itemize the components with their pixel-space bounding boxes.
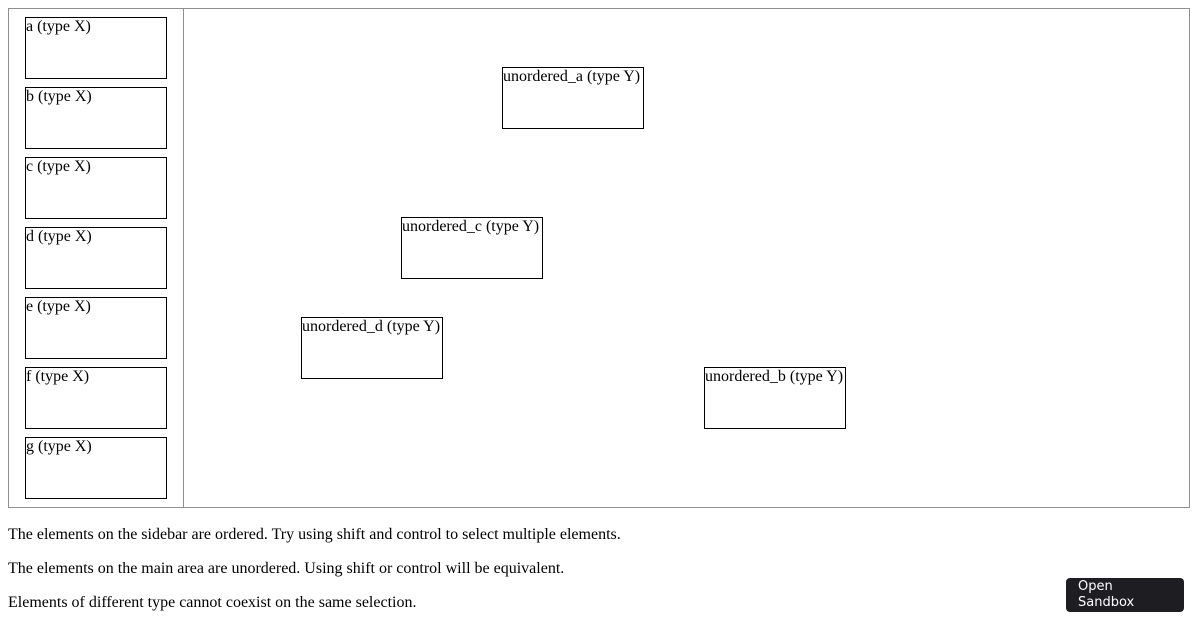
sidebar-item-e[interactable]: e (type X): [25, 297, 167, 359]
open-sandbox-button[interactable]: Open Sandbox: [1066, 578, 1184, 612]
main-area: unordered_a (type Y) unordered_c (type Y…: [184, 9, 1189, 507]
sidebar-ordered-description: The elements on the sidebar are ordered.…: [8, 526, 621, 543]
sidebar-item-d[interactable]: d (type X): [25, 227, 167, 289]
sidebar-item-c[interactable]: c (type X): [25, 157, 167, 219]
sidebar-item-g[interactable]: g (type X): [25, 437, 167, 499]
sidebar-item-b[interactable]: b (type X): [25, 87, 167, 149]
sidebar: a (type X) b (type X) c (type X) d (type…: [9, 9, 184, 507]
type-restriction-description: Elements of different type cannot coexis…: [8, 594, 417, 611]
main-item-unordered-b[interactable]: unordered_b (type Y): [704, 367, 846, 429]
main-item-unordered-d[interactable]: unordered_d (type Y): [301, 317, 443, 379]
main-item-unordered-a[interactable]: unordered_a (type Y): [502, 67, 644, 129]
main-unordered-description: The elements on the main area are unorde…: [8, 560, 565, 577]
sidebar-item-a[interactable]: a (type X): [25, 17, 167, 79]
selection-demo-frame: a (type X) b (type X) c (type X) d (type…: [8, 8, 1190, 508]
sidebar-item-f[interactable]: f (type X): [25, 367, 167, 429]
main-item-unordered-c[interactable]: unordered_c (type Y): [401, 217, 543, 279]
